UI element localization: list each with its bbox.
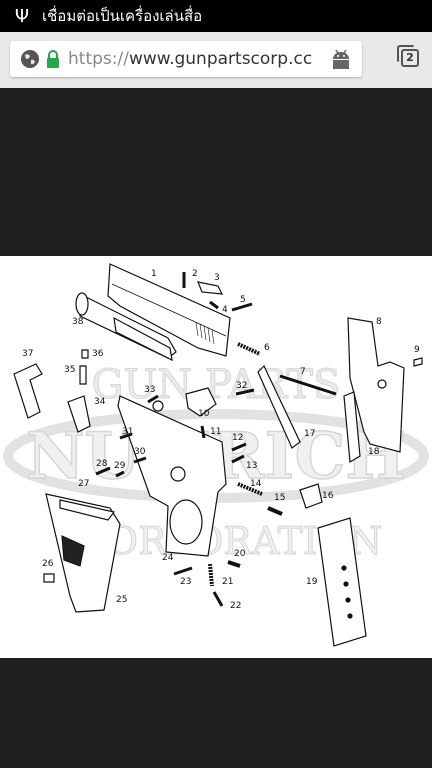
label-11: 11 (210, 427, 221, 437)
status-bar: Ψ เชื่อมต่อเป็นเครื่องเล่นสื่อ (0, 0, 432, 32)
page-background-top (0, 88, 432, 256)
part-pin-11 (200, 425, 206, 439)
part-pin-33 (147, 394, 159, 404)
part-pin-32 (235, 388, 255, 396)
label-7: 7 (300, 367, 306, 377)
url-text[interactable]: https://www.gunpartscorp.cc (68, 49, 314, 69)
label-21: 21 (222, 577, 233, 587)
android-icon[interactable] (330, 48, 352, 70)
part-pin-22 (212, 591, 224, 607)
label-13: 13 (246, 461, 257, 471)
label-8: 8 (376, 317, 382, 327)
status-text: เชื่อมต่อเป็นเครื่องเล่นสื่อ (42, 7, 203, 25)
page-background-bottom (0, 658, 432, 768)
part-extractor-3 (197, 281, 224, 295)
url-host: www.gunpartscorp.cc (128, 49, 313, 69)
tab-count: 2 (401, 49, 419, 67)
label-32: 32 (236, 381, 247, 391)
part-trigger (13, 363, 43, 419)
part-sear (67, 395, 91, 433)
part-pin-30 (133, 456, 147, 464)
tab-stack-icon (397, 45, 415, 63)
label-16: 16 (322, 491, 334, 501)
label-31: 31 (122, 427, 133, 437)
label-34: 34 (94, 397, 106, 407)
label-4: 4 (222, 305, 228, 315)
label-5: 5 (240, 295, 246, 305)
label-36: 36 (92, 349, 104, 359)
label-15: 15 (274, 493, 285, 503)
lock-icon (47, 50, 59, 68)
part-screw-26 (43, 573, 55, 583)
label-24: 24 (162, 553, 174, 563)
part-pin-23 (173, 566, 193, 576)
label-27: 27 (78, 479, 89, 489)
label-3: 3 (214, 273, 220, 283)
part-pin-12 (231, 442, 247, 452)
label-14: 14 (250, 479, 262, 489)
part-labels: 1 2 3 4 5 6 7 8 9 10 11 12 13 14 15 16 1… (22, 269, 420, 611)
label-18: 18 (368, 447, 380, 457)
part-pin-7 (279, 374, 337, 396)
label-10: 10 (198, 409, 210, 419)
label-25: 25 (116, 595, 127, 605)
label-26: 26 (42, 559, 54, 569)
label-1: 1 (151, 269, 157, 279)
parts-diagram-image[interactable]: GUN PARTS NUMRICH CORPORATION (0, 256, 432, 658)
label-20: 20 (234, 549, 246, 559)
label-37: 37 (22, 349, 33, 359)
part-lever-18 (343, 391, 361, 464)
label-2: 2 (192, 269, 198, 279)
label-28: 28 (96, 459, 108, 469)
browser-toolbar: https://www.gunpartscorp.cc 2 (0, 32, 432, 89)
part-pin-15 (267, 506, 283, 516)
label-35: 35 (64, 365, 75, 375)
part-pin-36 (81, 349, 89, 359)
label-33: 33 (144, 385, 155, 395)
part-spring-14 (237, 482, 263, 496)
part-safety-16 (299, 483, 323, 509)
label-30: 30 (134, 447, 146, 457)
url-scheme: https:// (68, 49, 129, 69)
globe-icon (21, 50, 39, 68)
usb-icon: Ψ (14, 5, 30, 27)
part-hammer-10 (185, 387, 217, 417)
label-6: 6 (264, 343, 270, 353)
part-pin-5 (231, 302, 253, 312)
label-9: 9 (414, 345, 420, 355)
tab-switcher-button[interactable]: 2 (396, 44, 420, 68)
part-pin-4 (209, 300, 219, 310)
part-pin-28 (95, 466, 111, 476)
part-right-grip (347, 317, 405, 453)
label-19: 19 (306, 577, 318, 587)
label-22: 22 (230, 601, 241, 611)
label-29: 29 (114, 461, 126, 471)
part-spring-21 (208, 563, 214, 587)
address-bar[interactable]: https://www.gunpartscorp.cc (10, 41, 362, 77)
label-17: 17 (304, 429, 315, 439)
parts-diagram-svg: GUN PARTS NUMRICH CORPORATION (3, 263, 429, 647)
label-23: 23 (180, 577, 191, 587)
part-recoil-spring-guide (257, 364, 301, 449)
part-pin-29 (115, 470, 125, 478)
part-pin-13 (231, 454, 245, 464)
watermark-line1: GUN PARTS (91, 362, 340, 408)
part-pin-31 (119, 432, 133, 440)
part-magazine (317, 517, 367, 647)
label-12: 12 (232, 433, 243, 443)
part-pin-20 (227, 560, 241, 568)
label-38: 38 (72, 317, 84, 327)
part-spring-6 (237, 342, 261, 356)
part-pin-35 (79, 365, 87, 385)
part-pin-9 (413, 357, 423, 367)
